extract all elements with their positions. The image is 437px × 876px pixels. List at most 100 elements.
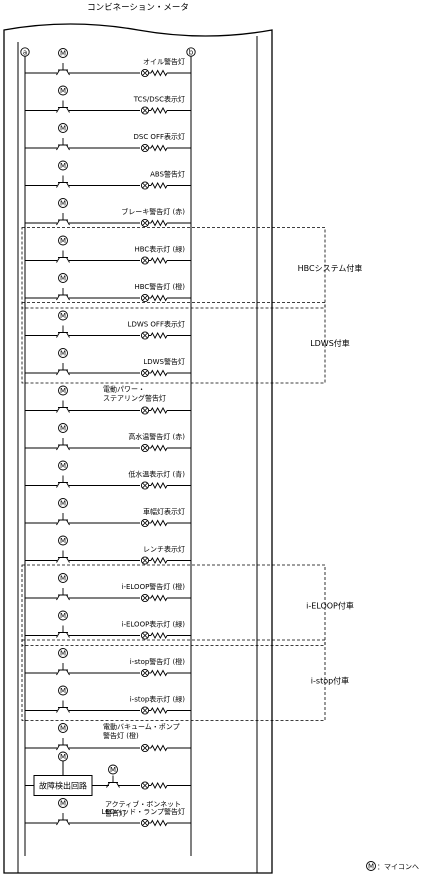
legend-meter-icon [366,861,376,871]
row-2-meter-icon [58,123,68,133]
lamp-label-17: i-stop表示灯 (緑) [130,695,186,704]
row-11-switch [56,475,70,488]
row-16-switch [56,663,70,676]
row-6-switch [56,288,70,301]
row-12-lamp-cross [142,520,148,526]
row-0-resistor-icon [150,69,168,77]
row-7-switch [56,325,70,338]
row-4-resistor-icon [150,219,168,227]
row-8-meter-icon [58,348,68,358]
row-5-lamp-cross [142,257,148,264]
row-1-switch [56,100,70,113]
row-2-lamp-cross [142,145,148,151]
row-3-meter-symbol: M [60,162,66,170]
row-17-switch [56,700,70,713]
lamp-row-0: M オイル警告灯 [25,48,191,78]
row-10-resistor-icon [150,444,168,452]
row-14-lamp-cross [142,595,148,601]
row-10-switch [56,438,70,451]
option-group-2: i-ELOOP付車 [21,564,354,646]
row-14-switch [56,588,70,601]
lamp-label-6: HBC警告灯 (橙) [134,282,185,291]
row-20-switch [56,813,70,826]
terminal-b-label: b [189,49,194,57]
row-20-resistor-icon [150,819,168,827]
row-18-switch [56,738,70,751]
row-8-lamp-cross [142,370,148,376]
row-3-lamp-cross [142,182,148,189]
lamp-label-12: 車幅灯表示灯 [143,507,185,516]
row-17-meter-symbol: M [60,687,66,695]
row-19-meter-2-symbol: M [110,766,116,774]
row-17-lamp-cross [142,707,148,714]
lamp-row-16: Mi-stop警告灯 (橙) [25,648,191,678]
row-10-lamp-cross [142,445,148,451]
row-7-lamp-cross [142,332,148,339]
option-group-1-label: LDWS付車 [310,338,350,348]
lamp-label-8: LDWS警告灯 [143,357,185,366]
row-1-meter-icon [58,85,68,96]
row-0-meter-symbol: M [60,50,66,58]
lamp-label-0: オイル警告灯 [143,57,185,66]
lamp-label-19-line2: 警告灯 [105,809,126,818]
row-18-meter-symbol: M [60,725,66,733]
row-10-meter-icon [58,423,68,433]
row-11-meter-symbol: M [60,462,66,470]
row-2-resistor-icon [150,144,168,152]
row-19-lamp-cross [142,782,148,789]
row-13-switch [56,550,70,563]
row-1-lamp-cross [142,107,148,114]
lamp-label-20: LEDヘッド・ランプ警告灯 [101,807,185,816]
row-8-switch [56,363,70,376]
row-16-resistor-icon [150,669,168,677]
row-4-switch [56,213,70,226]
row-7-resistor-icon [150,332,168,339]
row-5-resistor-icon [150,257,168,264]
row-19-switch [106,775,120,788]
row-4-meter-symbol: M [60,200,66,208]
option-group-3: i-stop付車 [21,639,349,721]
row-14-resistor-icon [150,594,168,602]
row-8-meter-symbol: M [60,350,66,358]
legend: M ：マイコンへ [366,861,419,871]
row-5-switch [56,250,70,263]
row-3-switch [56,175,70,188]
row-12-resistor-icon [150,519,168,527]
row-9-lamp-cross [142,407,148,414]
lamp-label-1: TCS/DSC表示灯 [133,95,185,104]
row-20-meter-icon [58,798,68,808]
row-7-meter-icon [58,310,68,321]
option-group-3-label: i-stop付車 [311,675,349,685]
option-group-0-label: HBCシステム付車 [298,263,363,273]
row-19-resistor-icon [150,782,168,789]
row-1-resistor-icon [150,107,168,114]
row-16-lamp-cross [142,670,148,676]
row-17-resistor-icon [150,707,168,714]
lamp-row-14: Mi-ELOOP警告灯 (橙) [25,573,191,603]
row-6-meter-symbol: M [60,275,66,283]
row-19-meter-symbol: M [60,753,66,761]
lamp-label-16: i-stop警告灯 (橙) [130,657,186,666]
option-group-0: HBCシステム付車 [21,227,363,309]
row-18-resistor-icon [150,744,168,752]
row-13-meter-icon [58,535,68,546]
lamp-row-15: Mi-ELOOP表示灯 (緑) [25,610,191,640]
row-13-lamp-cross [142,557,148,564]
row-4-meter-icon [58,198,68,208]
row-17-meter-icon [58,685,68,696]
row-11-lamp-cross [142,482,148,489]
row-6-meter-icon [58,273,68,283]
lamp-label-2: DSC OFF表示灯 [133,132,185,141]
lamp-label-3: ABS警告灯 [150,170,185,179]
lamp-label-19: アクティブ・ボンネット [105,800,181,809]
row-6-resistor-icon [150,294,168,302]
row-13-resistor-icon [150,557,168,564]
row-2-switch [56,138,70,151]
